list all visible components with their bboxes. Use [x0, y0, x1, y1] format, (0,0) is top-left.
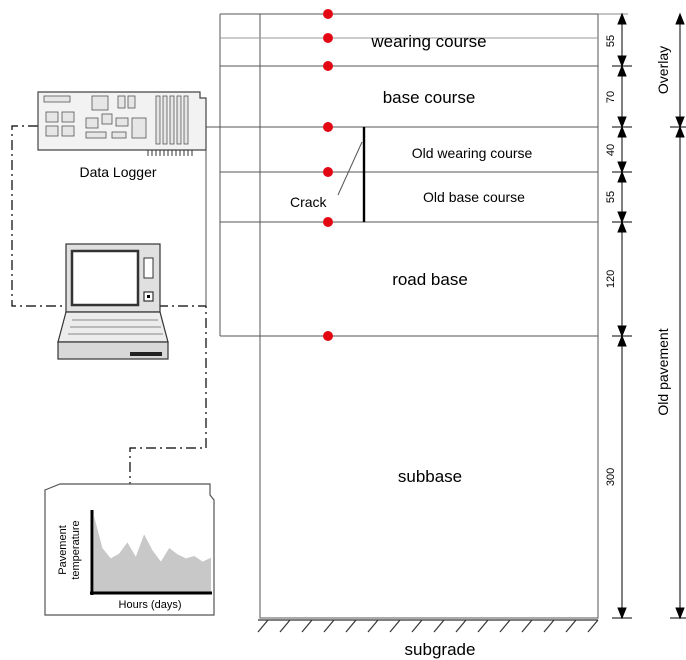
- sensor-dot: [323, 217, 333, 227]
- sensor-dot: [323, 122, 333, 132]
- layer-label-old-base-course: Old base course: [423, 189, 525, 205]
- cable-laptop-chart: [129, 305, 207, 490]
- thickness-dimension: [612, 12, 632, 620]
- layer-label-old-wearing-course: Old wearing course: [412, 145, 533, 161]
- chart-series-area: [94, 516, 211, 592]
- crack-leader-line: [337, 141, 363, 196]
- chart-ylabel-line-2: temperature: [70, 520, 82, 579]
- group-label-overlay: Overlay: [655, 46, 671, 94]
- layer-label-wearing-course: wearing course: [370, 32, 486, 51]
- thickness-wearing-course: 55: [605, 35, 617, 47]
- sensor-dot: [323, 331, 333, 341]
- cables: [11, 125, 207, 490]
- sensor-dot: [323, 9, 333, 19]
- data-logger-label: Data Logger: [79, 164, 156, 180]
- layer-label-road-base: road base: [392, 270, 468, 289]
- layer-label-subgrade: subgrade: [405, 640, 476, 659]
- sensor-dot: [323, 33, 333, 43]
- temperature-chart: [94, 516, 211, 592]
- pavement-structure: [206, 13, 628, 619]
- sensor-dot: [323, 61, 333, 71]
- cable-logger-laptop: [11, 125, 64, 307]
- chart-xlabel: Hours (days): [119, 599, 182, 611]
- laptop-icon: [57, 243, 169, 360]
- chart-axes: [90, 510, 212, 595]
- sensors: [323, 9, 333, 341]
- thickness-road-base: 120: [605, 270, 617, 288]
- thickness-old-base-course: 55: [605, 191, 617, 203]
- pavement-outline: [259, 13, 599, 619]
- layer-label-subbase: subbase: [398, 467, 462, 486]
- thickness-old-wearing-course: 40: [605, 144, 617, 156]
- sensor-dot: [323, 167, 333, 177]
- thickness-subbase: 300: [605, 468, 617, 486]
- group-label-old-pavement: Old pavement: [655, 328, 671, 415]
- crack-label: Crack: [290, 194, 328, 210]
- group-dimension: [670, 12, 686, 620]
- data-logger-board: [37, 91, 207, 156]
- chart-ylabel-line-1: Pavement: [57, 525, 69, 575]
- subgrade-hatching: [257, 619, 599, 633]
- layer-label-base-course: base course: [383, 88, 476, 107]
- thickness-base-course: 70: [605, 91, 617, 103]
